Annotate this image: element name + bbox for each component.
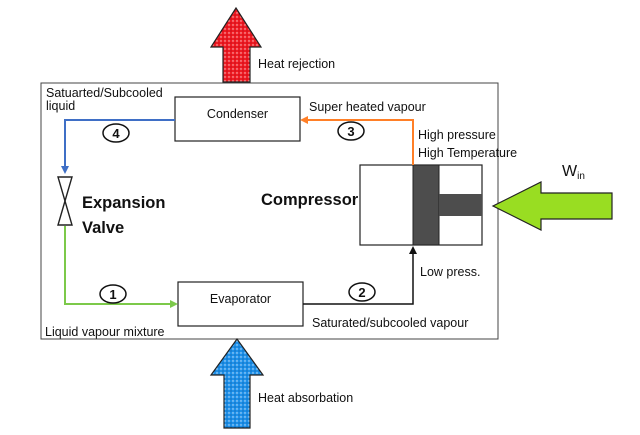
low-pressure-label: Low press. bbox=[420, 265, 480, 279]
state-circle bbox=[102, 123, 130, 143]
expansion-valve-label-line2: Valve bbox=[82, 219, 124, 237]
compressor-piston-rod bbox=[439, 194, 482, 216]
liquid-vapour-mixture-label: Liquid vapour mixture bbox=[45, 325, 165, 339]
evaporator-label: Evaporator bbox=[210, 292, 271, 306]
expansion-valve-label-line1: Expansion bbox=[82, 194, 165, 212]
heat-absorption-arrow bbox=[209, 337, 265, 429]
compressor bbox=[359, 164, 483, 246]
state-circle bbox=[99, 284, 127, 304]
saturated-vapour-label: Saturated/subcooled vapour bbox=[312, 316, 468, 330]
state-circle bbox=[348, 282, 376, 302]
arrowhead-into-valve bbox=[61, 166, 69, 174]
evaporator-box bbox=[177, 281, 304, 327]
valve-lower-triangle bbox=[57, 198, 73, 226]
line-saturated-liquid bbox=[64, 119, 175, 168]
work-input-arrow bbox=[491, 181, 613, 231]
superheated-vapour-label: Super heated vapour bbox=[309, 100, 426, 114]
state-marker-3: 3 bbox=[337, 121, 365, 141]
compressor-piston bbox=[412, 164, 440, 246]
line-saturated-vapour bbox=[303, 252, 414, 305]
state-marker-2: 2 bbox=[348, 282, 376, 302]
valve-upper-triangle bbox=[57, 176, 73, 204]
state-marker-4: 4 bbox=[102, 123, 130, 143]
saturated-liquid-label-line1: Satuarted/Subcooled bbox=[46, 86, 163, 100]
expansion-valve bbox=[57, 176, 73, 226]
line-liquid-vapour-mixture bbox=[64, 226, 172, 305]
state-number: 1 bbox=[109, 287, 116, 302]
state-circle bbox=[337, 121, 365, 141]
saturated-liquid-label-line2: liquid bbox=[46, 99, 75, 113]
state-number: 2 bbox=[358, 285, 365, 300]
arrowhead-into-compressor bbox=[409, 246, 417, 254]
condenser-box bbox=[174, 96, 301, 142]
state-marker-1: 1 bbox=[99, 284, 127, 304]
work-input-label: Win bbox=[562, 163, 585, 182]
heat-rejection-arrow bbox=[209, 6, 263, 83]
condenser-label: Condenser bbox=[207, 107, 268, 121]
line-superheated-vapour bbox=[306, 119, 414, 165]
arrowhead-into-condenser bbox=[300, 116, 308, 124]
system-boundary bbox=[40, 82, 499, 340]
compressor-label: Compressor bbox=[261, 191, 359, 209]
state-number: 4 bbox=[112, 126, 120, 141]
work-input-subscript: in bbox=[577, 171, 585, 182]
state-number: 3 bbox=[347, 124, 354, 139]
high-pressure-label: High pressure bbox=[418, 128, 496, 142]
heat-absorption-label: Heat absorbation bbox=[258, 391, 353, 405]
high-temperature-label: High Temperature bbox=[418, 146, 517, 160]
arrowhead-into-evaporator bbox=[170, 300, 178, 308]
heat-rejection-label: Heat rejection bbox=[258, 57, 335, 71]
